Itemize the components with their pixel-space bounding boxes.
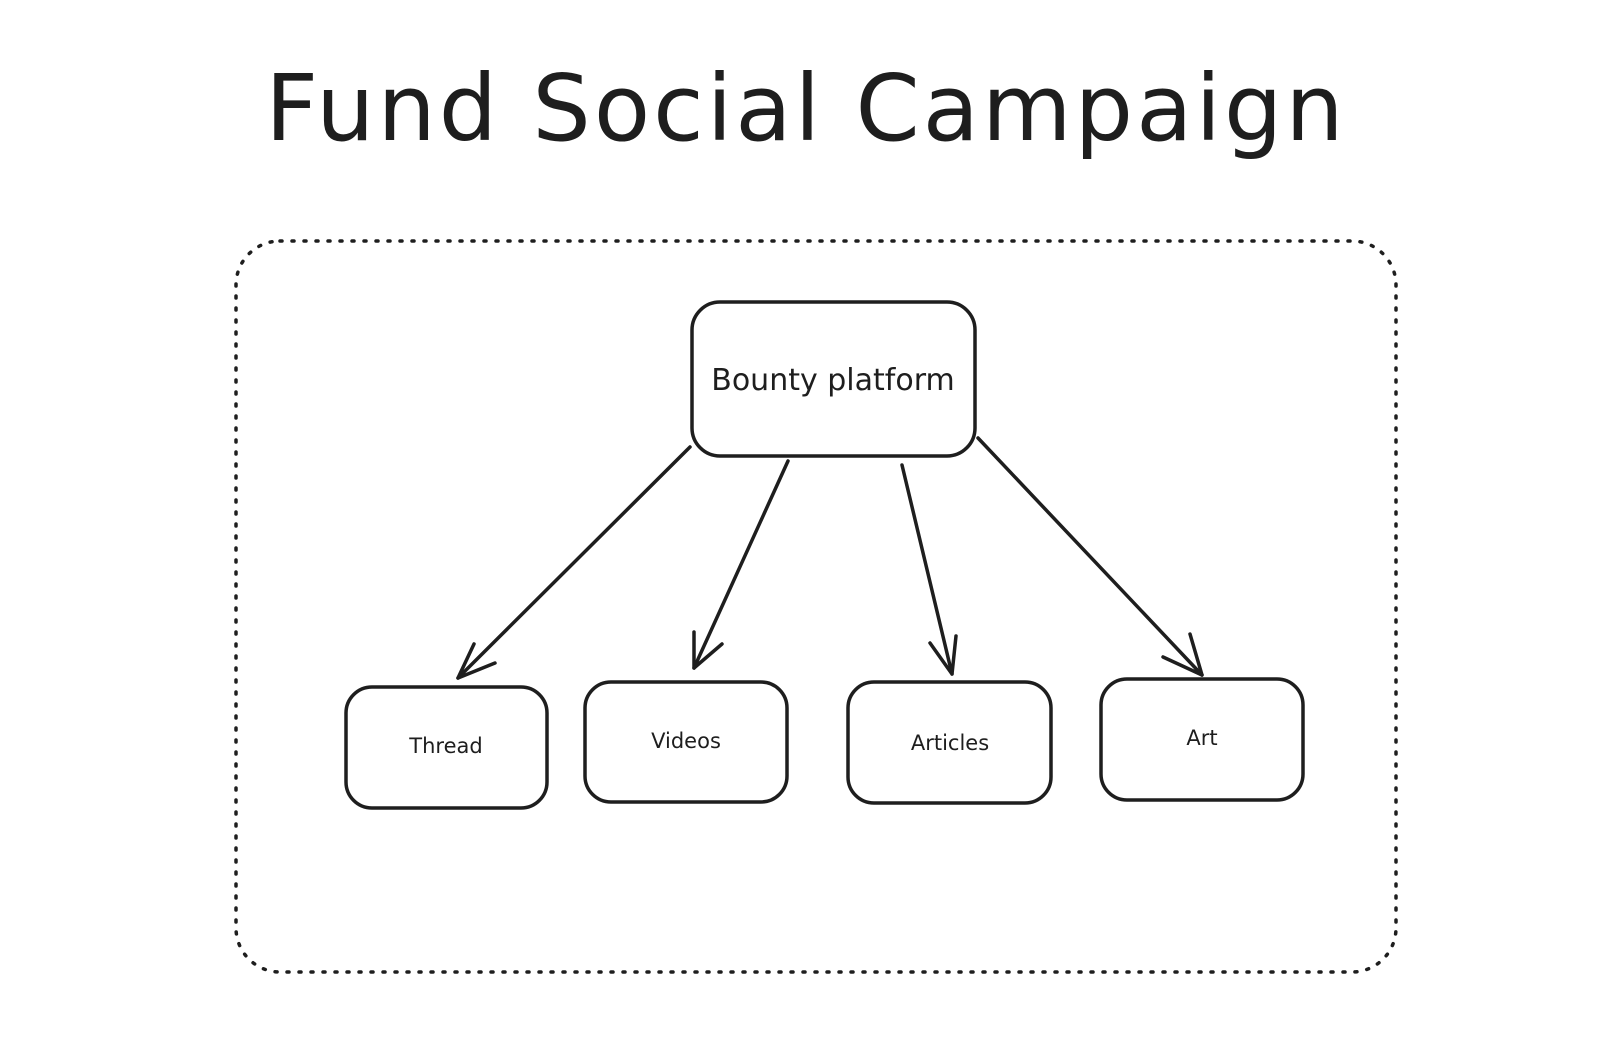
arrow-to-videos: [692, 459, 790, 670]
child-node-box: [1099, 677, 1305, 802]
child-node-label: Videos: [651, 729, 721, 753]
root-node-label: Bounty platform: [711, 363, 955, 398]
root-node[interactable]: Bounty platform: [690, 300, 977, 458]
child-node-label: Art: [1186, 726, 1217, 750]
arrow-to-art: [976, 436, 1204, 677]
child-node-label: Thread: [408, 734, 482, 758]
root-node-box: [690, 300, 977, 458]
diagram-title: Fund Social Campaign: [265, 55, 1347, 162]
arrow-to-articles: [900, 463, 958, 676]
campaign-frame: [234, 239, 1398, 974]
child-node-thread[interactable]: Thread: [344, 685, 549, 810]
child-node-box: [344, 685, 549, 810]
child-node-videos[interactable]: Videos: [583, 680, 789, 804]
child-node-label: Articles: [911, 731, 989, 755]
child-node-articles[interactable]: Articles: [846, 680, 1053, 805]
child-node-box: [846, 680, 1053, 805]
arrow-to-thread: [456, 445, 692, 680]
child-node-art[interactable]: Art: [1099, 677, 1305, 802]
child-node-box: [583, 680, 789, 804]
